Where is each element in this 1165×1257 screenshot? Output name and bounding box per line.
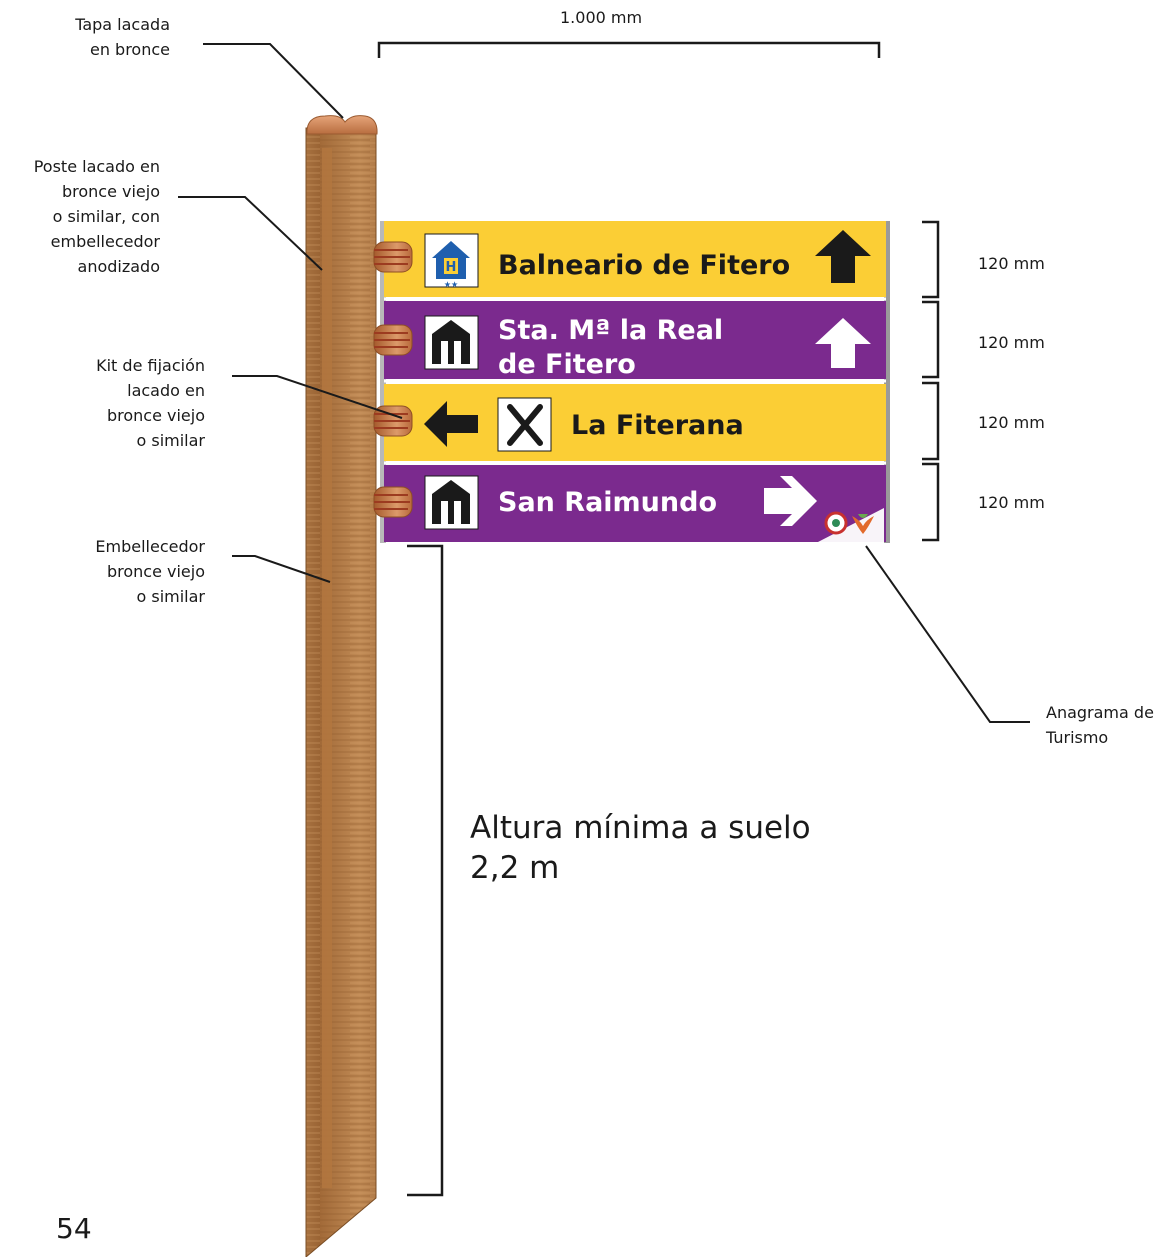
leader-tapa <box>203 43 344 119</box>
panel-height-dimensions <box>922 220 940 542</box>
page-number: 54 <box>56 1212 92 1245</box>
callout-kit: Kit de fijación lacado en bronce viejo o… <box>96 356 205 450</box>
up-arrow-icon <box>815 230 871 283</box>
cap <box>306 115 378 135</box>
post <box>305 127 377 1257</box>
bracket-1 <box>373 241 413 273</box>
leader-kit <box>232 375 403 419</box>
min-height-dimension <box>407 544 444 1197</box>
embellecedor-strip <box>322 148 332 1188</box>
tourism-logo-icon <box>824 511 874 535</box>
panel-height-label-4: 120 mm <box>978 493 1045 512</box>
right-arrow-icon <box>764 476 817 526</box>
panel-height-label-2: 120 mm <box>978 333 1045 352</box>
sign-1-label: Balneario de Fitero <box>498 250 790 281</box>
leader-embellecedor <box>232 555 331 583</box>
bracket-3 <box>373 405 413 437</box>
sign-3-content: La Fiterana <box>424 397 744 452</box>
callout-tapa: Tapa lacada en bronce <box>75 15 170 59</box>
callout-poste: Poste lacado en bronce viejo o similar, … <box>33 157 160 276</box>
panel-dividers <box>384 297 886 465</box>
leader-anagrama <box>865 545 1030 723</box>
bracket-4 <box>373 486 413 518</box>
up-arrow-icon <box>815 318 871 368</box>
sign-4-label: San Raimundo <box>498 487 717 518</box>
sign-2-content: Sta. Mª la Real de Fitero <box>424 315 871 380</box>
sign-2-label-line-2: de Fitero <box>498 349 636 380</box>
width-dimension <box>377 41 881 58</box>
svg-text:★★: ★★ <box>444 280 458 289</box>
panel-height-label-3: 120 mm <box>978 413 1045 432</box>
sign-3-label: La Fiterana <box>571 410 744 441</box>
right-plate-edge <box>884 221 890 543</box>
callout-anagrama: Anagrama de Turismo <box>1046 703 1154 747</box>
sign-1-content: H ★★ Balneario de Fitero <box>424 230 871 289</box>
bracket-2 <box>373 324 413 356</box>
left-arrow-icon <box>424 401 478 447</box>
sign-4-content: San Raimundo <box>424 475 884 542</box>
fixing-brackets <box>373 241 413 518</box>
width-label: 1.000 mm <box>560 8 643 27</box>
callout-embellecedor: Embellecedor bronce viejo o similar <box>95 537 205 606</box>
svg-text:H: H <box>446 260 457 275</box>
leader-poste <box>178 196 323 271</box>
min-height-label: Altura mínima a suelo 2,2 m <box>470 810 811 886</box>
panel-height-label-1: 120 mm <box>978 254 1045 273</box>
sign-2-label-line-1: Sta. Mª la Real <box>498 315 723 346</box>
left-plate-edge <box>380 221 386 543</box>
leader-lines <box>178 43 1030 723</box>
